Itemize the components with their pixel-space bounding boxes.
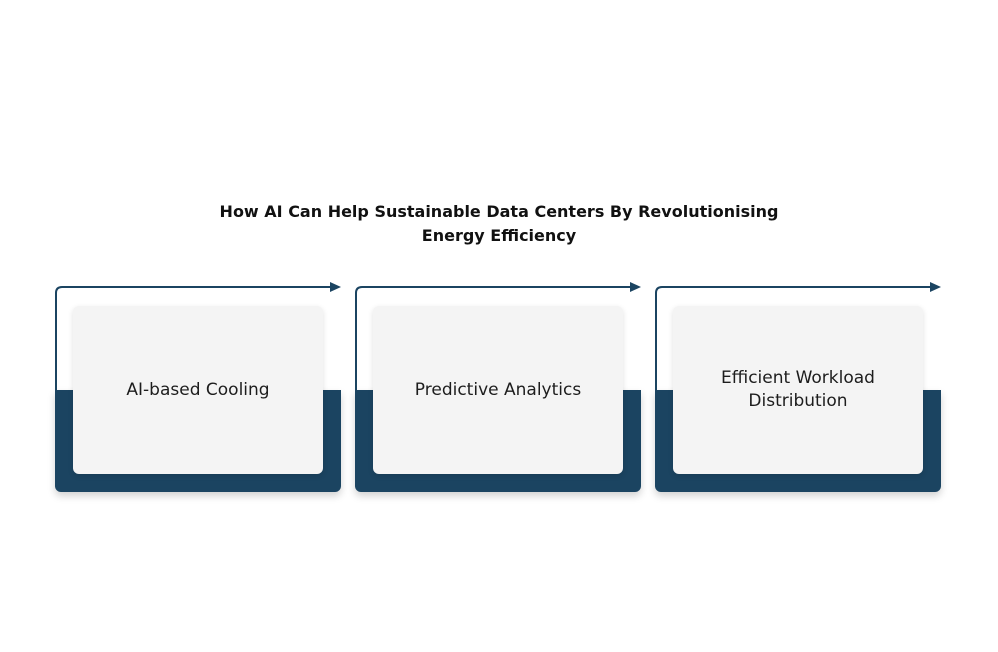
step-predictive-analytics: Predictive Analytics [355,276,647,498]
arrow-head-icon [930,282,941,292]
arrow-connector [55,282,341,390]
step-card: AI-based Cooling [73,306,323,474]
step-workload-distribution: Efficient Workload Distribution [655,276,947,498]
step-card: Predictive Analytics [373,306,623,474]
arrow-head-icon [630,282,641,292]
arrow-head-icon [330,282,341,292]
arrow-connector [655,282,941,390]
step-label: Predictive Analytics [414,379,582,400]
arrow-connector [355,282,641,390]
step-card: Efficient Workload Distribution [673,306,923,474]
title-line-2: Energy Efficiency [421,226,577,245]
title-line-1: How AI Can Help Sustainable Data Centers… [219,202,779,221]
step-label: Efficient Workload Distribution [721,368,875,411]
step-ai-cooling: AI-based Cooling [55,276,347,498]
diagram-title: How AI Can Help Sustainable Data Centers… [0,200,998,248]
step-label: AI-based Cooling [126,379,270,400]
